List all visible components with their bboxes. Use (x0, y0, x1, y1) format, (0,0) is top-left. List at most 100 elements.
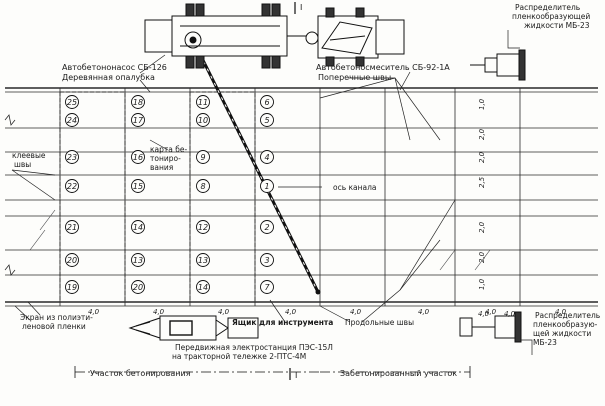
distributor-bottom-machine (459, 311, 522, 343)
label-screen-1: Экран из полиэти- (20, 313, 93, 322)
film-screen-marks (29, 209, 491, 271)
cell-number: 20 (67, 256, 77, 265)
label-formwork: Деревянная опалубка (62, 73, 155, 82)
dim-right-bottom-0: 4,0 (478, 310, 490, 318)
label-distributor-bot-1: Распределитель (535, 311, 600, 320)
slab-cell-col4-3: 1 (260, 179, 274, 193)
label-power-station-1: Передвижная электростанция ПЭС-15Л (175, 343, 333, 352)
slab-cell-col2-6: 20 (131, 280, 145, 294)
pump-boom (191, 39, 321, 295)
cell-circle (131, 220, 145, 234)
cell-number: 10 (198, 116, 208, 125)
cell-number: 8 (200, 182, 205, 191)
slab-cell-col1-5: 20 (65, 253, 79, 267)
cell-number: 9 (200, 153, 205, 162)
label-section-concreting: Участок бетонирования (90, 369, 191, 378)
cell-number: 15 (133, 182, 143, 191)
cell-number: 19 (67, 283, 77, 292)
section-markers (289, 2, 296, 380)
cell-number: 24 (67, 116, 77, 125)
cell-circle (196, 220, 210, 234)
slab-cell-col2-3: 15 (131, 179, 145, 193)
slab-cell-col3-0: 11 (196, 95, 210, 109)
slab-cell-col4-2: 4 (260, 150, 274, 164)
section-marker-bottom: I (295, 371, 297, 380)
cell-circle (196, 179, 210, 193)
cell-circle (260, 95, 274, 109)
cell-circle (65, 95, 79, 109)
cell-circle (131, 179, 145, 193)
label-map-3: вания (150, 163, 173, 172)
cell-circle (260, 253, 274, 267)
slab-cell-col2-1: 17 (131, 113, 145, 127)
leader-lines (11, 30, 533, 355)
distributor-top-machine (470, 49, 526, 81)
label-channel-axis: ось канала (333, 183, 377, 192)
cell-number: 16 (133, 153, 143, 162)
label-keyed-seams-1: клеевые (12, 151, 46, 160)
cell-number: 5 (264, 116, 269, 125)
cell-circle (260, 280, 274, 294)
dim-right-2: 2,0 (478, 151, 486, 163)
cell-circle (260, 220, 274, 234)
cell-number: 6 (264, 98, 269, 107)
dim-right-4: 2,0 (478, 221, 486, 233)
dim-bottom-0: 4,0 (88, 308, 100, 316)
slab-cell-col4-0: 6 (260, 95, 274, 109)
cell-circle (65, 280, 79, 294)
slab-cell-col1-6: 19 (65, 280, 79, 294)
dim-bottom-1: 4,0 (153, 308, 165, 316)
label-longitudinal-seams: Продольные швы (345, 318, 414, 327)
cell-circle (131, 95, 145, 109)
label-distributor-bot-3: щей жидкости (533, 329, 591, 338)
label-power-station-2: на тракторной тележке 2-ПТС-4М (172, 352, 306, 361)
cell-number: 11 (198, 98, 208, 107)
cell-number: 25 (67, 98, 77, 107)
section-boundary-line (74, 366, 471, 378)
slab-cell-col3-4: 12 (196, 220, 210, 234)
label-distributor-bot-4: МБ-23 (533, 338, 557, 347)
cell-number: 21 (67, 223, 77, 232)
slab-cell-col4-4: 2 (260, 220, 274, 234)
cell-circle (131, 280, 145, 294)
dim-right-0: 1,0 (478, 98, 486, 110)
label-cross-seams: Поперечные швы (318, 73, 391, 82)
cell-circle (65, 253, 79, 267)
label-distributor-top-2: пленкообразующей (512, 12, 590, 21)
power-station-trailer (128, 315, 259, 341)
slab-cell-col4-5: 3 (260, 253, 274, 267)
label-distributor-bot-2: пленкообразую- (533, 320, 598, 329)
slab-cell-col1-0: 25 (65, 95, 79, 109)
label-map-2: тониро- (150, 154, 181, 163)
cell-number: 13 (198, 256, 208, 265)
cell-circle (196, 95, 210, 109)
slab-cell-col1-4: 21 (65, 220, 79, 234)
slab-cell-col3-2: 9 (196, 150, 210, 164)
cell-circle (196, 253, 210, 267)
label-mixer: Автобетоносмеситель СБ-92-1А (316, 63, 450, 72)
cell-number: 4 (264, 153, 269, 162)
slab-cell-col3-3: 8 (196, 179, 210, 193)
cell-circle (65, 179, 79, 193)
cell-number: 1 (264, 182, 269, 191)
slab-cell-numbers: 2524232221201918171615141320111098121314… (65, 95, 274, 294)
cell-number: 17 (133, 116, 144, 125)
cell-number: 13 (133, 256, 143, 265)
cell-number: 12 (198, 223, 208, 232)
dim-right-1: 2,0 (478, 128, 486, 140)
cell-circle (65, 150, 79, 164)
cell-number: 3 (264, 256, 269, 265)
dim-bottom-2: 4,0 (218, 308, 230, 316)
cell-number: 14 (198, 283, 208, 292)
canal-slab-grid (4, 87, 598, 307)
cell-circle (260, 150, 274, 164)
slab-cell-col3-6: 14 (196, 280, 210, 294)
slab-cell-col4-1: 5 (260, 113, 274, 127)
dim-bottom-3: 4,0 (285, 308, 297, 316)
dim-right-3: 2,5 (478, 176, 486, 188)
slab-cell-col1-1: 24 (65, 113, 79, 127)
cell-circle (196, 113, 210, 127)
dim-right-6: 1,0 (478, 278, 486, 290)
dim-bottom-6: 4,0 (485, 308, 497, 316)
